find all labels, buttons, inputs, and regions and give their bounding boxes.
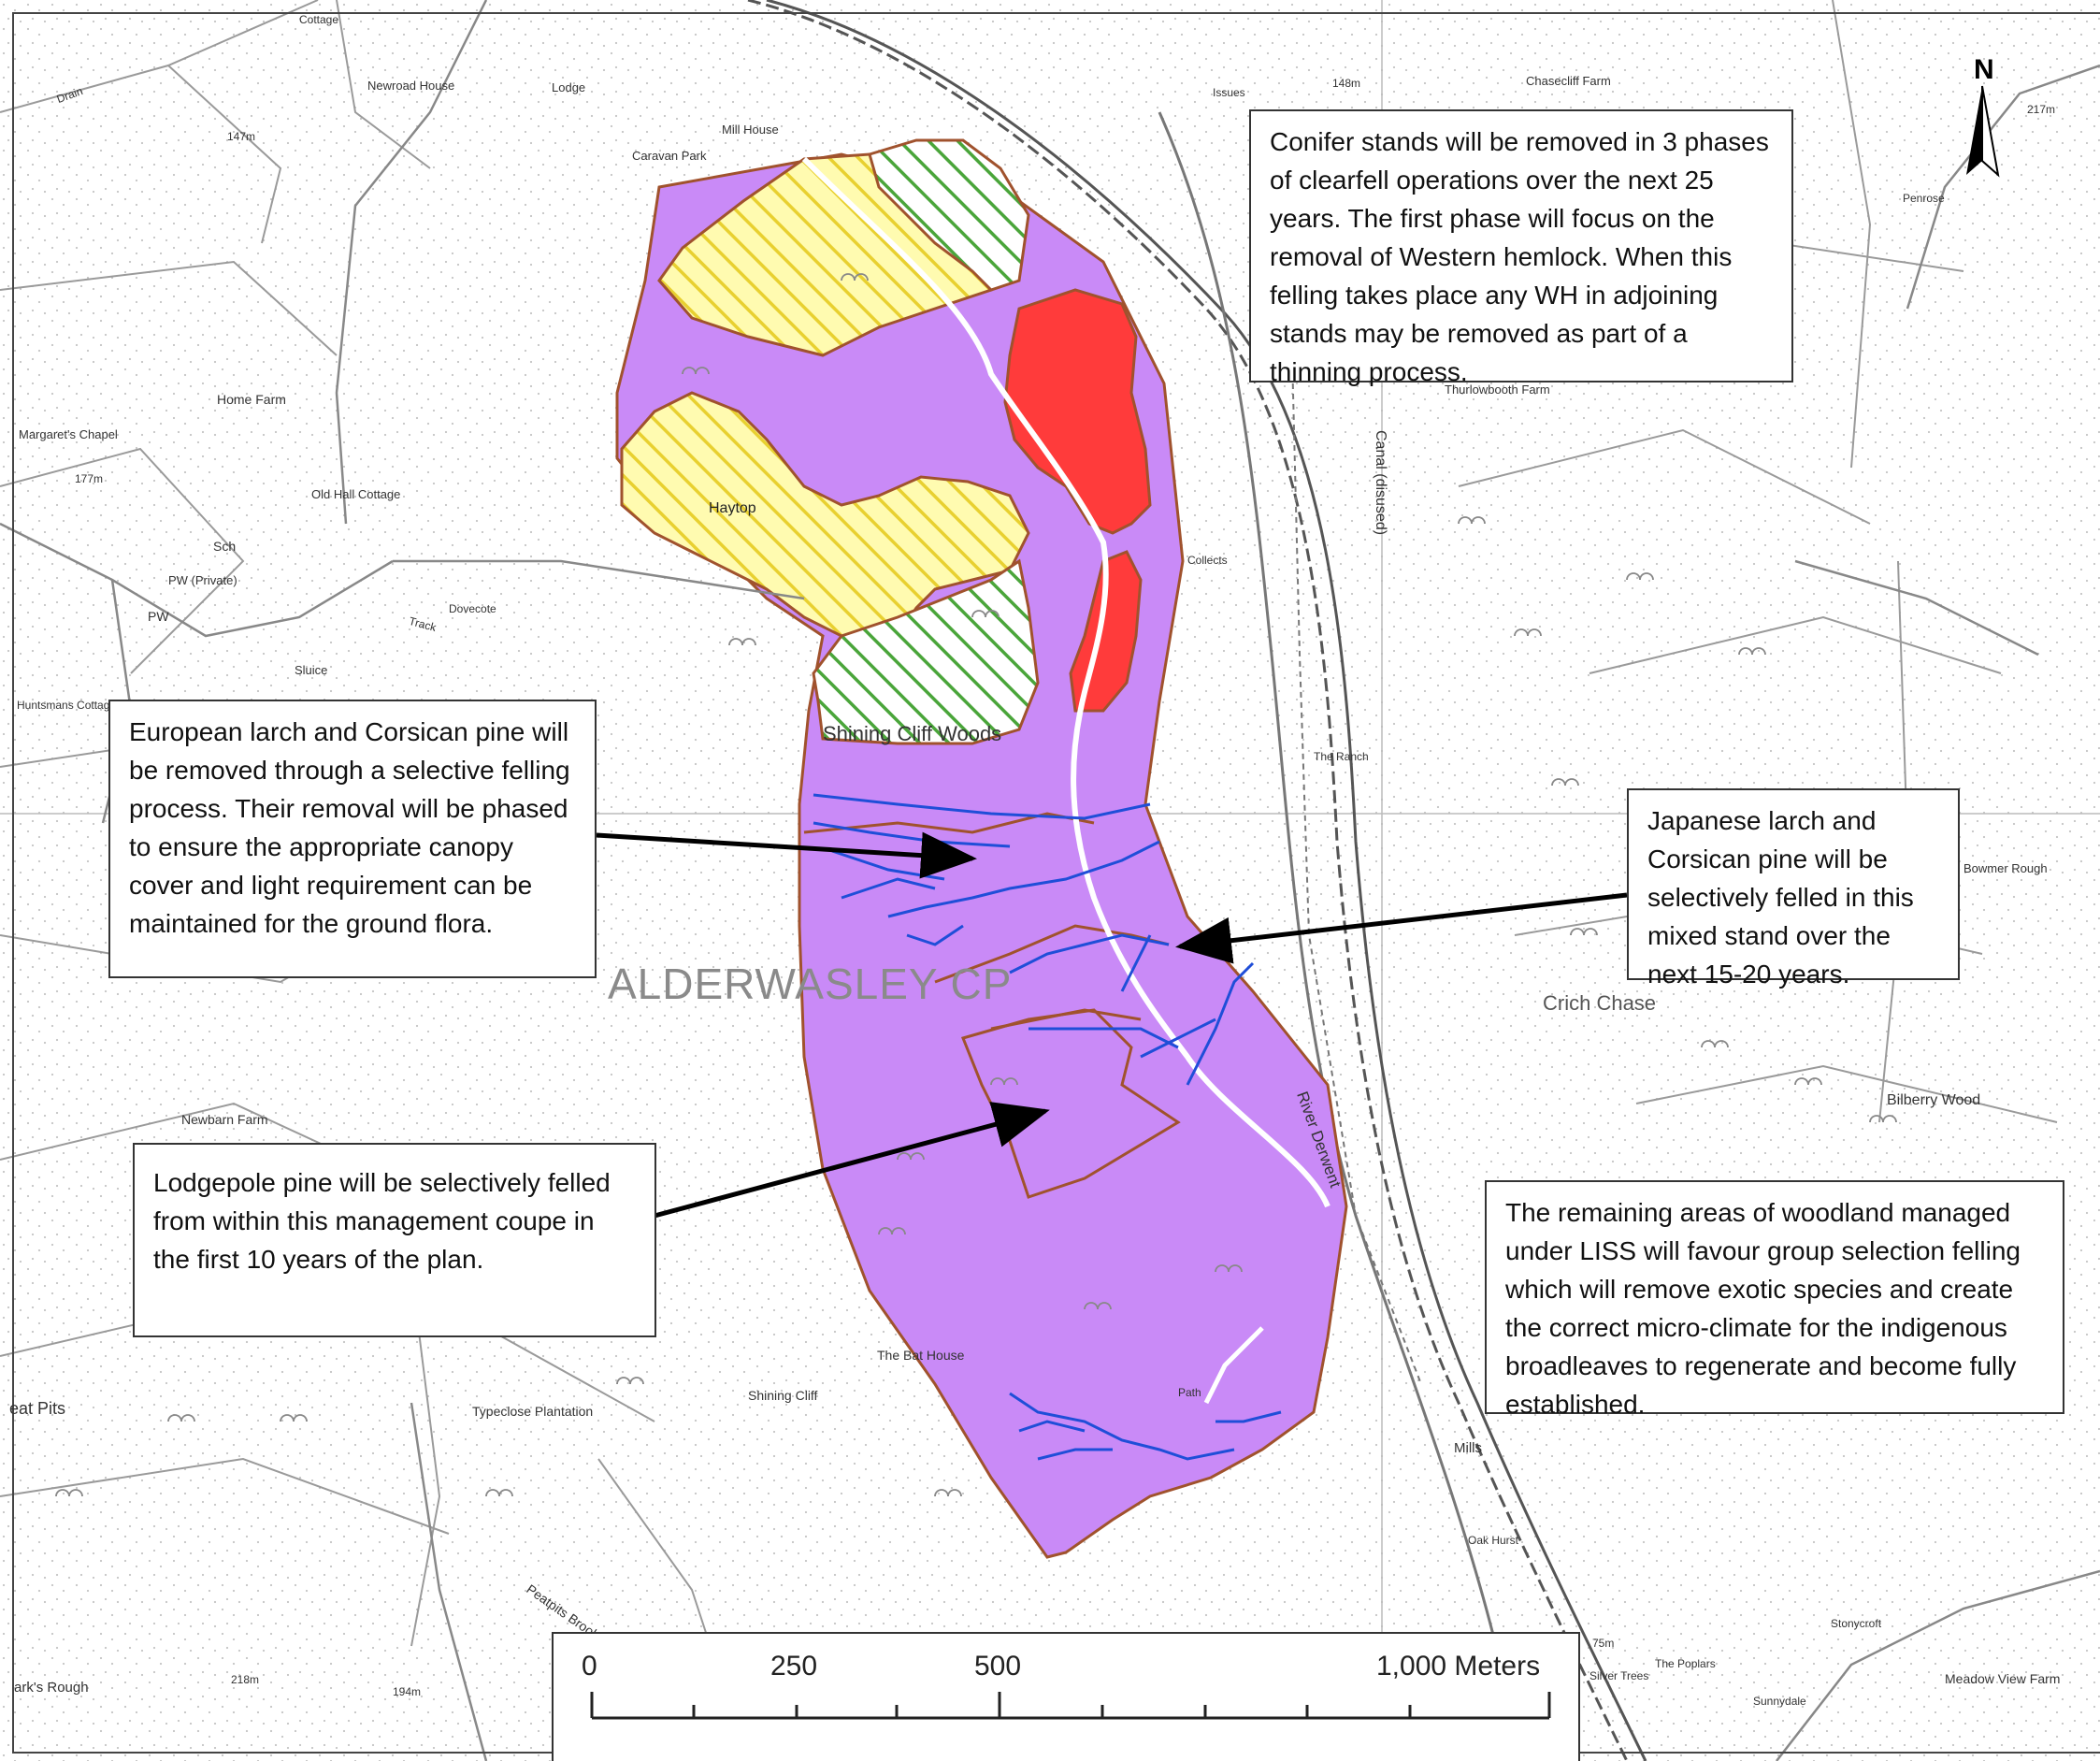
leader-arrow-lodgepole [654, 1102, 1050, 1219]
tree-symbols [55, 273, 1897, 1497]
elevation-217: 217m [2027, 103, 2056, 116]
elevation-177: 177m [75, 472, 104, 485]
elevation-75: 75m [1592, 1637, 1615, 1650]
mills-label: Mills [1454, 1440, 1482, 1456]
scale-label-250: 250 [770, 1651, 818, 1682]
bowmer-rough-label: Bowmer Rough [1963, 861, 2048, 875]
chasecliff-farm-label: Chasecliff Farm [1526, 74, 1611, 88]
sch-label: Sch [213, 539, 237, 554]
bilberry-wood-label: Bilberry Wood [1887, 1092, 1981, 1108]
thurlowbooth-farm-label: Thurlowbooth Farm [1445, 383, 1550, 397]
issues-label: Issues [1213, 86, 1245, 99]
callout-remaining-liss: The remaining areas of woodland managed … [1485, 1180, 2064, 1419]
north-arrow-label: N [1974, 54, 1994, 85]
elevation-194: 194m [393, 1685, 422, 1698]
conifer-green-hatch-north [868, 138, 1030, 292]
collects-label: Collects [1187, 554, 1228, 567]
callout-lodgepole-pine: Lodgepole pine will be selectively felle… [133, 1143, 656, 1337]
margarets-chapel-label: Margaret's Chapel [19, 427, 118, 441]
stonycroft-label: Stonycroft [1831, 1617, 1882, 1630]
haytop-label: Haytop [709, 500, 756, 516]
western-hemlock-clearfell-north [1003, 288, 1152, 535]
path-label: Path [1178, 1386, 1201, 1399]
north-arrow-icon [1966, 85, 2000, 178]
peat-pits-label: eat Pits [9, 1399, 66, 1418]
newbarn-farm-label: Newbarn Farm [181, 1112, 268, 1127]
canal [1289, 280, 1422, 1385]
bat-house-label: The Bat House [877, 1348, 965, 1363]
the-poplars-label: The Poplars [1655, 1657, 1716, 1670]
canal-label: Canal (disused) [1373, 430, 1388, 536]
silver-trees-label: Silver Trees [1589, 1669, 1649, 1682]
sluice-label: Sluice [295, 663, 328, 677]
leader-arrow-european-larch [596, 831, 977, 879]
old-hall-cottage-label: Old Hall Cottage [311, 487, 401, 501]
elevation-218: 218m [231, 1673, 260, 1686]
scale-bar-graphic [590, 1692, 1551, 1720]
sunnydale-label: Sunnydale [1753, 1695, 1806, 1708]
scale-label-0: 0 [582, 1651, 597, 1682]
river-derwent [1158, 111, 1498, 1647]
elevation-147: 147m [227, 130, 256, 143]
callout-japanese-larch: Japanese larch and Corsican pine will be… [1627, 788, 1960, 989]
forest-track [1203, 1326, 1264, 1405]
home-farm-label: Home Farm [217, 392, 286, 407]
penrose-label: Penrose [1903, 192, 1945, 205]
shining-cliff-label: Shining Cliff [748, 1388, 818, 1403]
cottage-label: Cottage [299, 13, 339, 26]
dovecote-label: Dovecote [449, 602, 496, 615]
lodge-label: Lodge [552, 80, 586, 94]
elevation-148: 148m [1332, 77, 1361, 90]
forest-track [801, 156, 1330, 1208]
parish-label: ALDERWASLEY CP [608, 960, 1013, 1008]
railway-edge [766, 0, 1647, 1761]
callout-conifer-clearfell: Conifer stands will be removed in 3 phas… [1249, 109, 1793, 386]
huntsmans-cottage-label: Huntsmans Cottage [17, 699, 117, 712]
crich-chase-label: Crich Chase [1543, 991, 1657, 1015]
oak-hurst-label: Oak Hurst [1468, 1534, 1519, 1547]
conifer-green-hatch-south [812, 558, 1040, 745]
rough-label: ark's Rough [14, 1680, 89, 1696]
shining-cliff-woods-label: Shining Cliff Woods [823, 722, 1002, 745]
scale-label-500: 500 [974, 1651, 1022, 1682]
the-ranch-label: The Ranch [1314, 750, 1369, 763]
callout-european-larch: European larch and Corsican pine will be… [108, 700, 597, 978]
typeclose-plantation-label: Typeclose Plantation [472, 1404, 594, 1419]
pw-label: PW [148, 609, 169, 624]
newroad-house-label: Newroad House [367, 79, 455, 93]
meadow-view-farm-label: Meadow View Farm [1945, 1671, 2061, 1686]
leader-arrow-japanese-larch [1175, 892, 1628, 964]
pw-private-label: PW (Private) [168, 573, 237, 587]
railway [747, 0, 1629, 1761]
mill-house-label: Mill House [722, 123, 779, 137]
caravan-park-label: Caravan Park [632, 149, 707, 163]
scale-bar: 0 250 500 1,000 Meters [552, 1632, 1580, 1761]
streams [813, 793, 1282, 1461]
scale-label-1000: 1,000 Meters [1376, 1651, 1541, 1682]
